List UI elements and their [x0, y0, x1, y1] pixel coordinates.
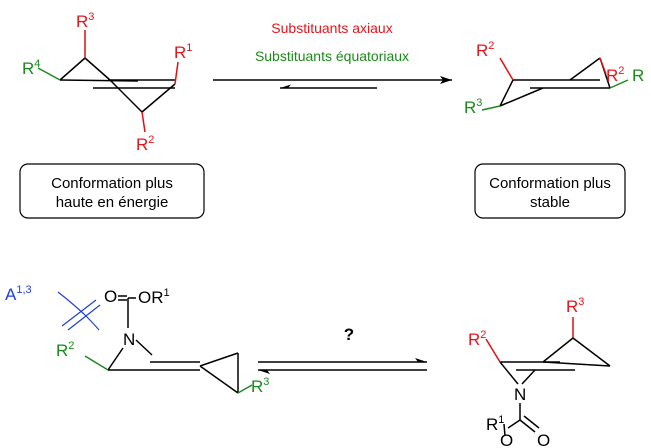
bottom-equilibrium-arrow: ? — [258, 325, 427, 374]
top-equilibrium-arrow: Substituants axiaux Substituants équator… — [213, 20, 452, 89]
bond — [199, 352, 239, 367]
bond — [572, 337, 611, 367]
bond — [481, 105, 501, 111]
bond — [84, 355, 109, 371]
top-right-molecule: R2 R2 R R3 — [464, 40, 644, 117]
box-high-energy: Conformation plus haute en énergie — [19, 163, 205, 219]
box-line-2: haute en énergie — [56, 194, 169, 211]
strain-bar — [61, 299, 97, 327]
label-r: R — [632, 66, 644, 85]
top-left-molecule: R3 R4 R1 R2 — [22, 11, 192, 154]
bond — [499, 79, 514, 107]
box-stable: Conformation plus stable — [474, 163, 626, 219]
label-r1: R1 — [174, 42, 192, 62]
label-r2-right: R2 — [606, 65, 624, 85]
bond — [199, 365, 239, 394]
label-r3: R3 — [566, 296, 584, 316]
label-r2: R2 — [136, 134, 154, 154]
bond — [141, 83, 176, 113]
box-frame — [19, 163, 205, 219]
box-line-1: Conformation plus — [51, 175, 173, 192]
label-n: N — [514, 385, 526, 404]
label-r3: R3 — [251, 376, 269, 396]
reverse-arrowhead — [258, 370, 270, 374]
bond — [499, 361, 519, 385]
box-line-1: Conformation plus — [489, 175, 611, 192]
bond — [523, 415, 540, 429]
bond — [59, 79, 139, 82]
bond — [59, 57, 86, 81]
bond — [485, 338, 501, 363]
bond — [141, 111, 146, 133]
bond — [499, 57, 514, 81]
bond — [519, 419, 536, 433]
strain-curve — [57, 291, 100, 331]
forward-arrowhead — [440, 76, 452, 84]
bond — [37, 67, 61, 81]
label-r3: R3 — [76, 11, 94, 31]
bond — [569, 57, 601, 81]
bond — [174, 61, 179, 85]
label-o-ester: O — [500, 431, 513, 448]
label-r2: R2 — [468, 329, 486, 349]
bond — [84, 57, 111, 81]
bond — [542, 337, 574, 363]
bond — [135, 339, 153, 356]
bottom-left-molecule: A1,3 O OR1 N R2 R3 — [5, 284, 269, 396]
bond — [109, 79, 143, 113]
label-o: O — [104, 287, 117, 306]
label-a13: A1,3 — [5, 284, 32, 304]
bond — [107, 347, 124, 371]
label-or1: OR1 — [138, 287, 170, 307]
box-line-2: stable — [530, 194, 570, 211]
forward-arrowhead — [415, 358, 427, 362]
label-r1: R1 — [486, 414, 504, 434]
bond — [609, 79, 629, 89]
label-n: N — [123, 330, 135, 349]
question-mark: ? — [344, 325, 354, 344]
strain-bar — [67, 304, 101, 331]
bond — [503, 423, 506, 437]
label-r3: R3 — [464, 97, 482, 117]
label-r2: R2 — [476, 40, 494, 60]
bond — [507, 419, 521, 429]
box-frame — [474, 163, 626, 219]
label-o-carbonyl: O — [537, 431, 550, 448]
label-r2: R2 — [56, 340, 74, 360]
reverse-arrowhead — [280, 84, 291, 88]
bond — [499, 87, 544, 107]
bond — [237, 384, 253, 394]
bond — [599, 57, 607, 75]
bottom-right-molecule: R3 R2 N R1 O O — [468, 296, 611, 448]
label-r4: R4 — [22, 58, 40, 78]
bond — [521, 369, 536, 385]
arrow-label-equatorial: Substituants équatoriaux — [255, 48, 409, 64]
arrow-label-axial: Substituants axiaux — [271, 20, 392, 36]
